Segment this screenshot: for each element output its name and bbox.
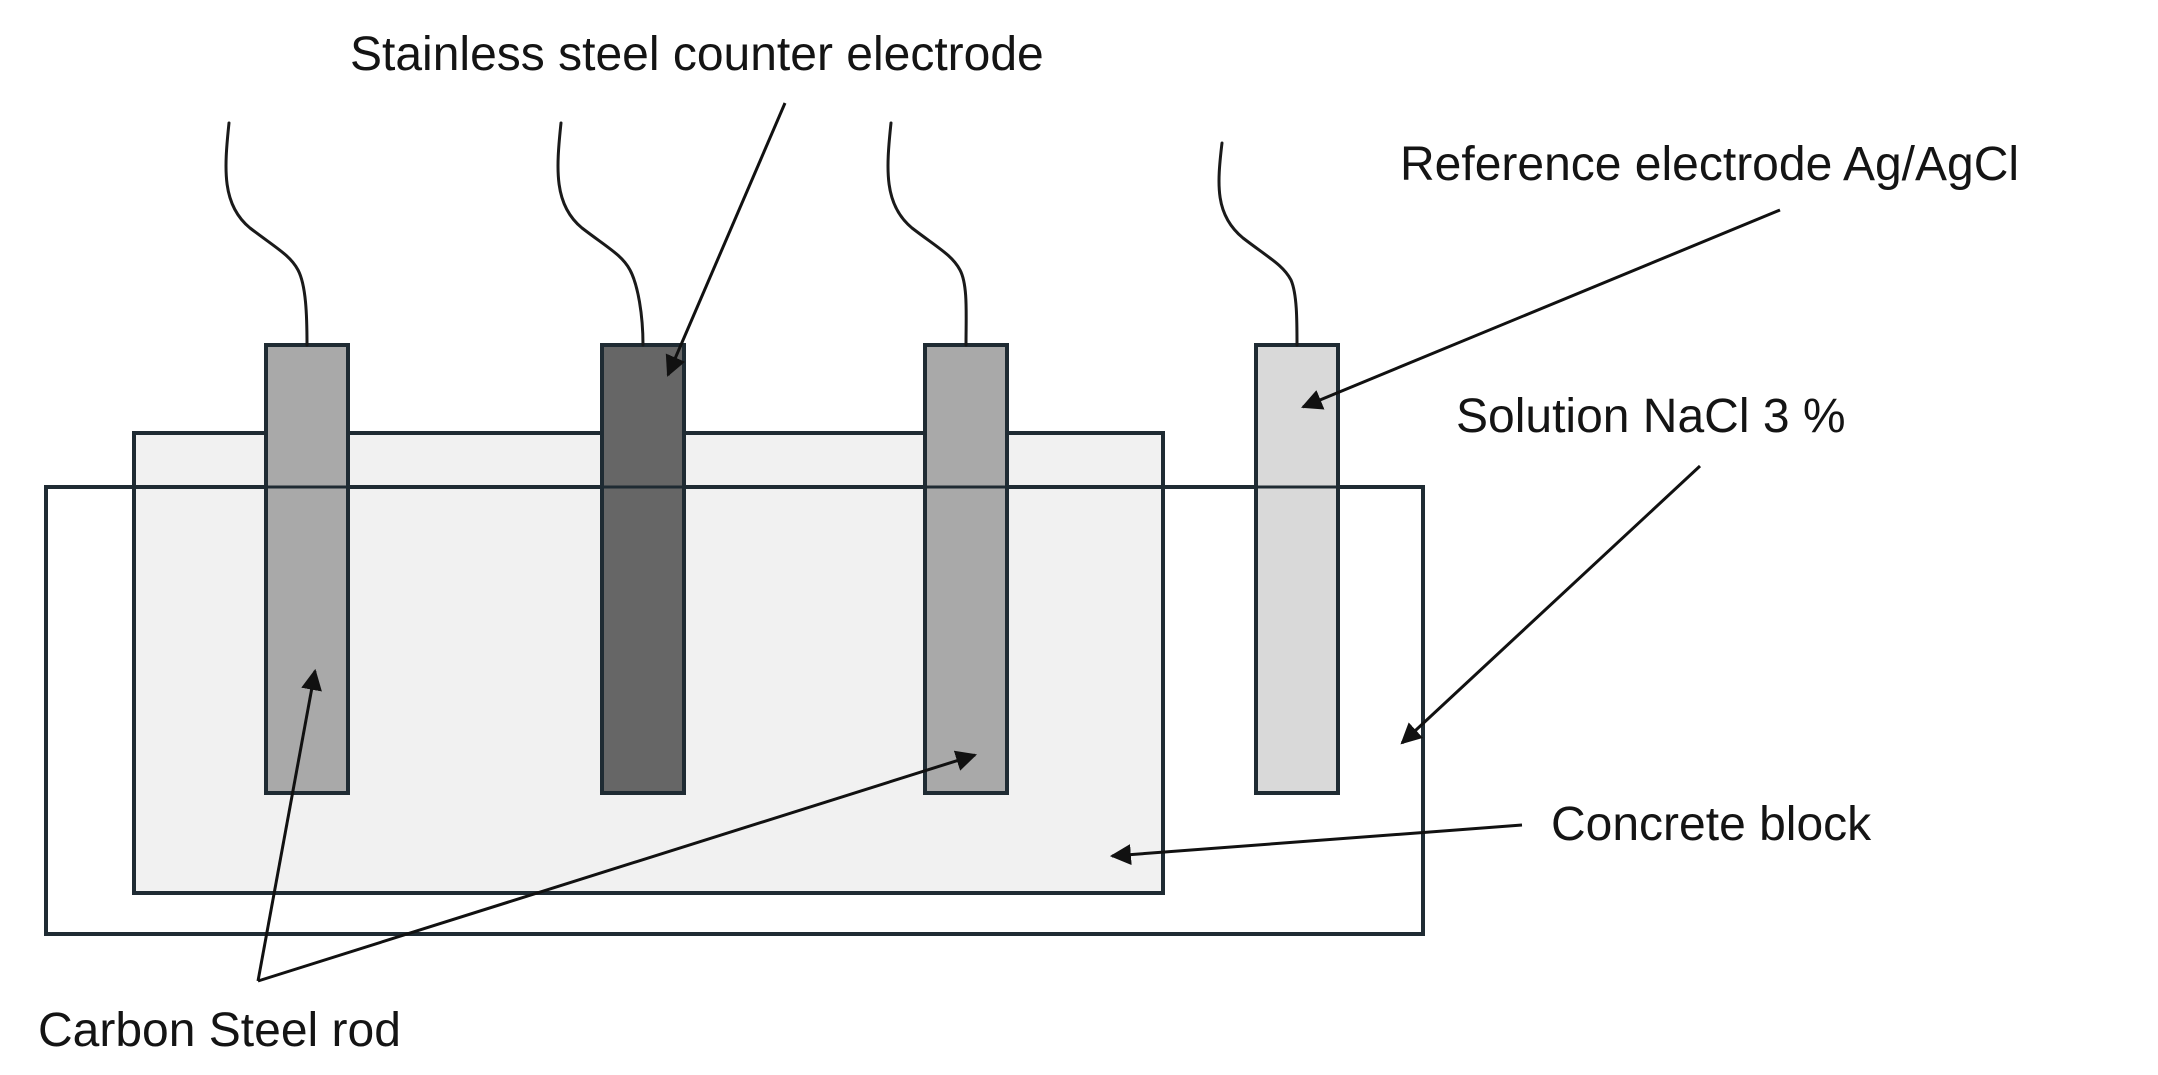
wire-carbon-steel-rod-right (886, 121, 968, 347)
arrow-concrete-block (1109, 823, 1523, 866)
arrow-carbon-steel-rod-right (257, 750, 978, 983)
label-concrete-block: Concrete block (1551, 798, 1872, 851)
wire-reference-electrode (1217, 141, 1299, 347)
arrow-counter-electrode (665, 102, 787, 377)
label-carbon-steel-rod: Carbon Steel rod (38, 1004, 401, 1057)
wire-carbon-steel-rod-left (224, 121, 309, 347)
carbon-steel-rod-left (264, 343, 350, 795)
reference-electrode (1254, 343, 1340, 795)
label-reference-electrode: Reference electrode Ag/AgCl (1400, 138, 2019, 191)
arrow-carbon-steel-rod-left (256, 668, 322, 982)
label-solution: Solution NaCl 3 % (1456, 390, 1846, 443)
stainless-steel-counter-electrode (600, 343, 686, 795)
wire-counter-electrode (556, 121, 645, 347)
label-counter-electrode: Stainless steel counter electrode (350, 28, 1044, 81)
carbon-steel-rod-right (923, 343, 1009, 795)
arrow-reference-electrode (1301, 208, 1781, 410)
arrow-solution (1400, 464, 1702, 745)
